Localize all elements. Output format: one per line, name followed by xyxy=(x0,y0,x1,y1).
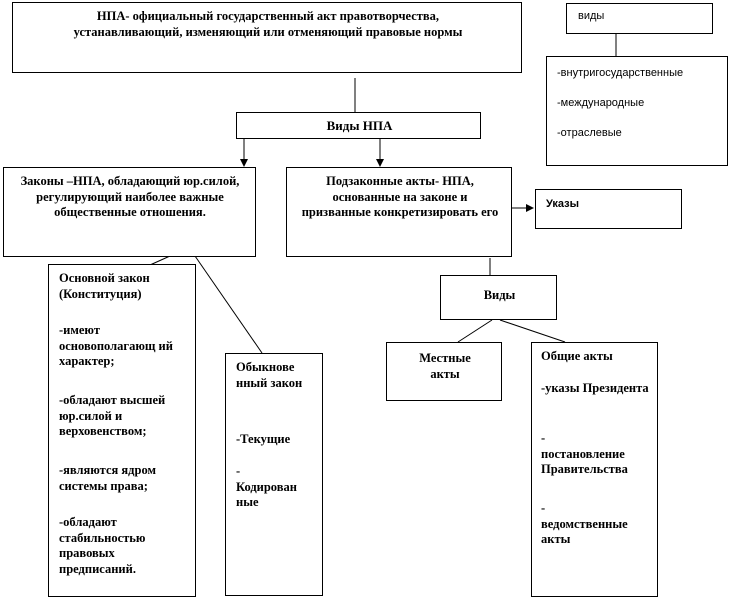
npa-types-label: Виды НПА xyxy=(326,118,393,133)
sublaw-kinds-box: Виды xyxy=(440,275,557,320)
decrees-label: Указы xyxy=(546,198,580,210)
ordinary-law-point: - Кодирован ные xyxy=(236,464,297,510)
general-acts-point: - постановление Правительства xyxy=(541,431,628,477)
constitution-box: Основной закон (Конституция) -имеют осно… xyxy=(48,264,196,597)
kinds-item: -отраслевые xyxy=(557,127,622,139)
connector-kinds-general xyxy=(499,319,566,343)
constitution-point: -обладают высшей юр.силой и верховенство… xyxy=(59,393,166,439)
decrees-box: Указы xyxy=(535,189,682,229)
kinds-list-box: -внутригосударственные -международные -о… xyxy=(546,56,728,166)
ordinary-law-point: -Текущие xyxy=(236,432,291,446)
ordinary-law-title: Обыкнове нный закон xyxy=(236,360,303,390)
npa-definition-text: НПА- официальный государственный акт пра… xyxy=(73,9,463,39)
npa-definition-box: НПА- официальный государственный акт пра… xyxy=(12,2,522,73)
general-acts-title: Общие акты xyxy=(541,349,613,363)
general-acts-point: -указы Президента xyxy=(541,381,649,395)
connector-laws-ordinary xyxy=(194,255,263,354)
local-acts-label: Местные акты xyxy=(419,351,471,381)
connector-kinds-local xyxy=(457,319,493,343)
kinds-title-box: виды xyxy=(566,3,713,34)
laws-box: Законы –НПА, обладающий юр.силой, регули… xyxy=(3,167,256,257)
constitution-point: -имеют основополагающ ий характер; xyxy=(59,323,173,369)
constitution-title: Основной закон (Конституция) xyxy=(59,271,150,301)
ordinary-law-box: Обыкнове нный закон -Текущие - Кодирован… xyxy=(225,353,323,596)
sublaw-kinds-label: Виды xyxy=(483,288,516,302)
constitution-point: -являются ядром системы права; xyxy=(59,463,156,493)
sublaws-text: Подзаконные акты- НПА, основанные на зак… xyxy=(301,174,499,220)
sublaws-box: Подзаконные акты- НПА, основанные на зак… xyxy=(286,167,512,257)
kinds-item: -внутригосударственные xyxy=(557,67,684,79)
laws-text: Законы –НПА, обладающий юр.силой, регули… xyxy=(20,174,240,220)
constitution-point: -обладают стабильностью правовых предпис… xyxy=(59,515,146,576)
kinds-title: виды xyxy=(578,10,605,22)
npa-types-box: Виды НПА xyxy=(236,112,481,139)
local-acts-box: Местные акты xyxy=(386,342,502,401)
connector-laws-constitution xyxy=(149,255,171,266)
general-acts-box: Общие акты -указы Президента - постановл… xyxy=(531,342,658,597)
general-acts-point: - ведомственные акты xyxy=(541,501,628,547)
kinds-item: -международные xyxy=(557,97,645,109)
